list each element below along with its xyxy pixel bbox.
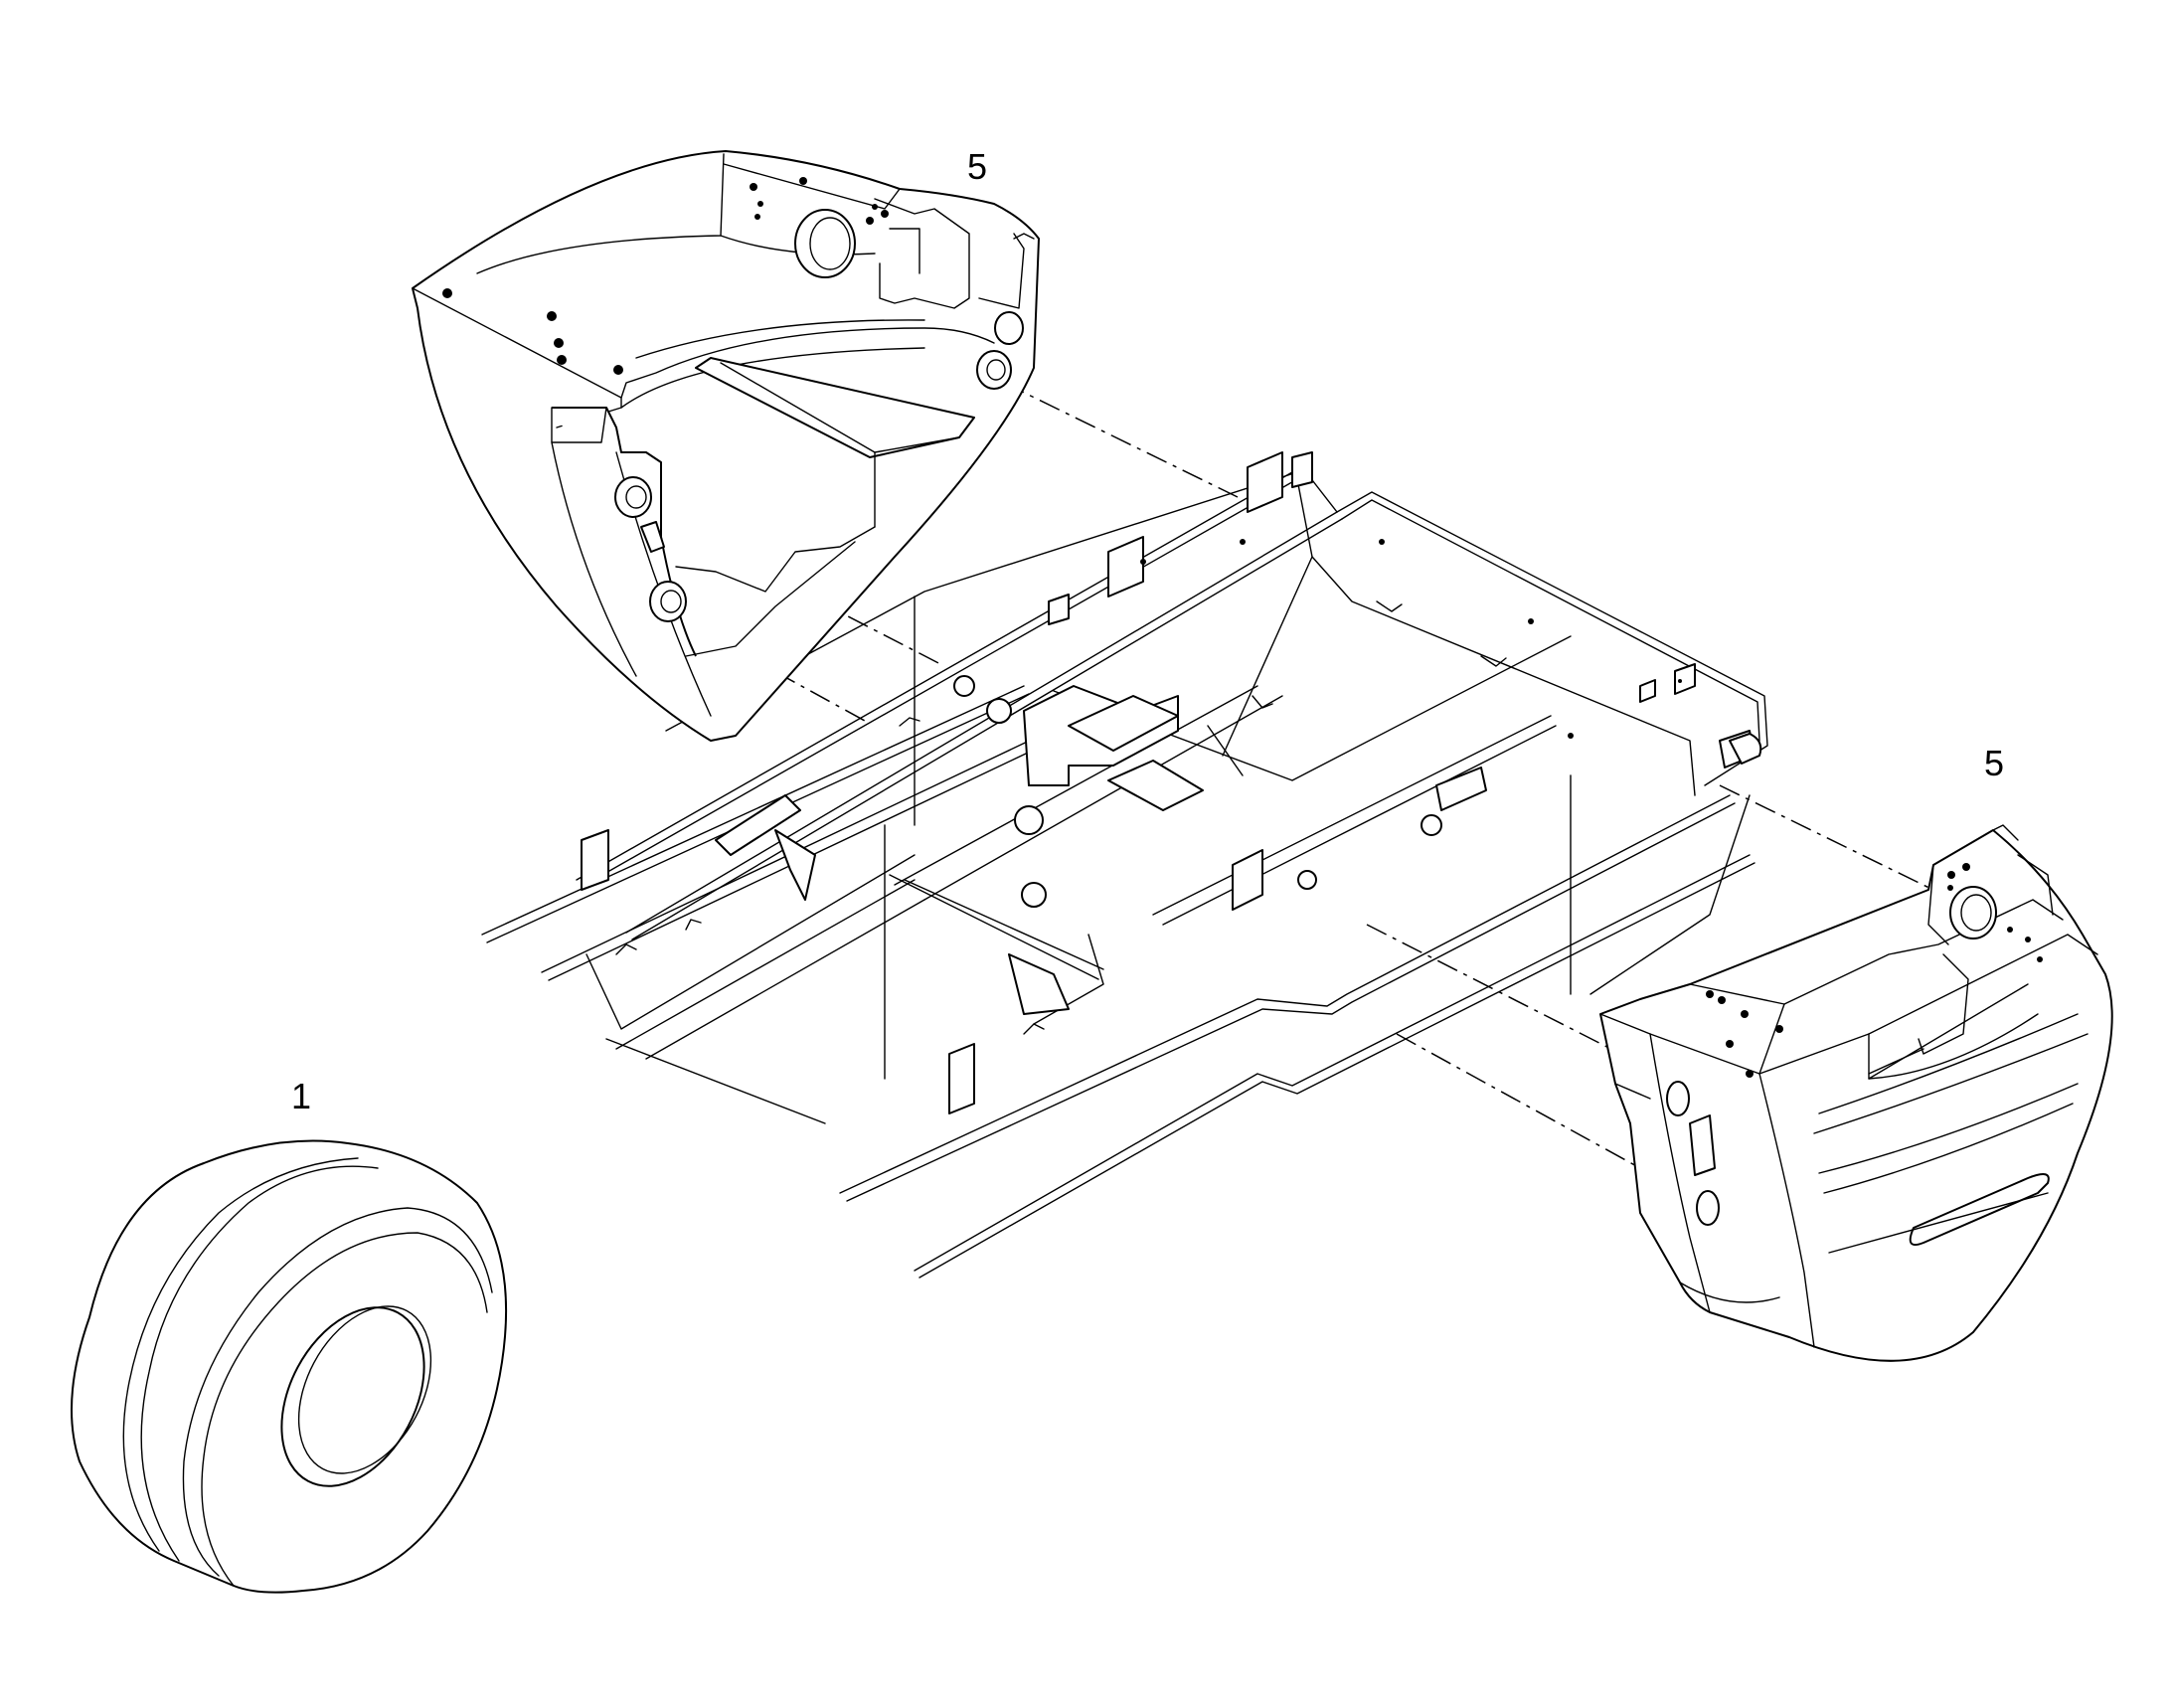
callout-rear-counterweight: 5 [967, 146, 988, 187]
front-bumper [1599, 824, 2113, 1362]
chassis-frame [481, 451, 1768, 1279]
callout-front-bumper: 5 [1984, 743, 2005, 783]
wheel [71, 1139, 508, 1594]
callout-wheel: 1 [291, 1076, 312, 1116]
rear-counterweight [412, 150, 1040, 742]
